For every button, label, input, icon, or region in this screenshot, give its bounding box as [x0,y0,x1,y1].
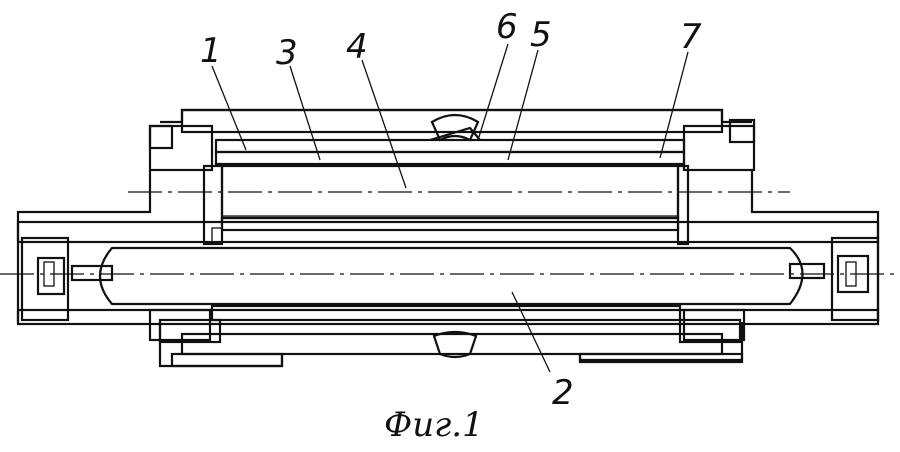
lower-housing-top-wall [16,220,880,244]
label-6: 6 [496,7,518,47]
leader-6 [477,43,509,141]
lower-housing-bottom-wall [16,308,880,344]
left-lower-flange [148,308,212,342]
label-3: 3 [276,33,298,73]
right-upper-flange [682,118,756,172]
label-2: 2 [552,373,574,413]
label-1: 1 [200,31,222,71]
leader-5 [507,49,539,161]
lower-outer-sleeve [158,322,744,368]
leader-4 [361,59,407,189]
right-end-cap [830,236,880,322]
right-upper-end-plug [676,164,690,246]
bottom-window-lens [432,330,478,359]
label-4: 4 [346,27,368,67]
leader-7 [659,51,689,159]
label-7: 7 [680,17,702,57]
leader-2 [511,291,551,373]
tubular-lamp [70,246,826,306]
right-lower-flange [682,308,746,342]
label-5: 5 [530,15,552,55]
upper-outer-sleeve [160,108,752,134]
upper-tube-wall [214,126,686,166]
leader-1 [211,65,247,151]
left-upper-end-plug [202,164,224,246]
lower-lamp-sleeve [210,304,682,322]
housing-outline [16,170,880,322]
left-upper-flange [148,124,214,172]
left-end-cap [20,236,70,322]
upper-channel [220,164,680,232]
figure-caption: Фиг.1 [384,405,484,445]
leader-3 [289,65,321,161]
leader-lines [211,43,689,373]
